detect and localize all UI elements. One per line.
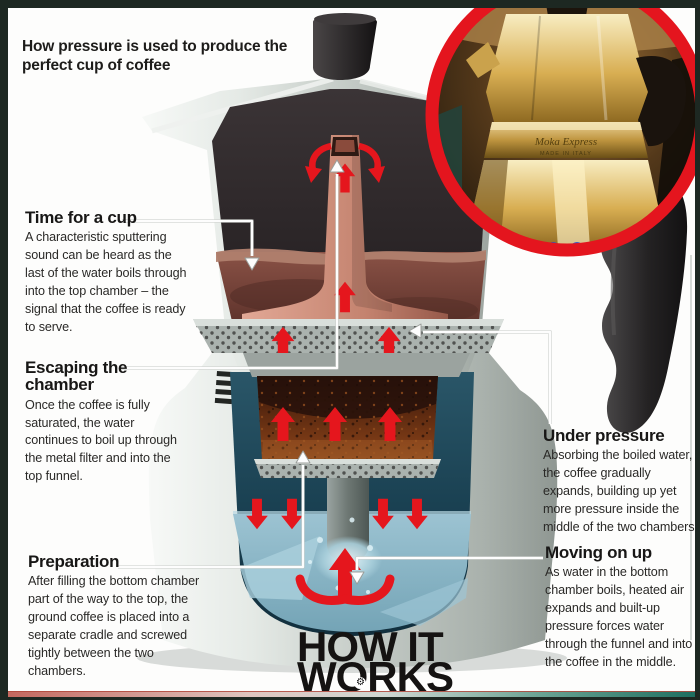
callout-body: After filling the bottom chamber part of… [28,574,200,678]
callout-line-moving [355,556,543,570]
callout-body: Once the coffee is fully saturated, the … [25,397,177,484]
inset-engraving-script: Moka Express [534,136,597,148]
bottom-photo-strip [8,691,695,697]
callout-body: Absorbing the boiled water, the coffee g… [543,448,698,534]
callout-escaping-the-chamber: Escaping the chamber Once the coffee is … [25,359,185,486]
filter-plate-top [193,319,504,353]
callout-heading: Escaping the chamber [25,358,128,395]
callout-time-for-a-cup: Time for a cup A characteristic sputteri… [25,209,190,337]
inset-handle [636,55,687,147]
gear-icon: ⚙ [354,677,366,689]
inset-knob [542,0,592,16]
callout-heading: Time for a cup [25,208,137,227]
how-it-works-logo: HOW IT WORKS ⚙ [297,623,454,700]
inset-top-chamber [486,14,648,122]
filter-plate-bottom [254,459,441,478]
callout-line-preparation [118,465,305,569]
inset-engraving-caption: MADE IN ITALY [540,151,592,157]
callout-body: As water in the bottom chamber boils, he… [545,565,693,669]
logo-line-1: HOW IT [297,623,444,670]
callout-line-time [122,219,254,256]
inset-red-ring [425,0,700,257]
inset-photo-circle: Moka Express MADE IN ITALY [425,0,700,257]
callout-body: A characteristic sputtering sound can be… [25,230,187,334]
callout-heading: Moving on up [545,543,652,562]
funnel-column [242,135,448,330]
callout-moving-on-up: Moving on up As water in the bottom cham… [545,544,700,672]
callout-under-pressure: Under pressure Absorbing the boiled wate… [543,427,700,537]
callout-heading: Preparation [28,552,120,571]
callout-line-under-pressure [423,330,552,424]
coffee-grounds-basket [243,353,470,460]
arrowhead-down-moving [349,571,365,585]
spill-arrows [305,142,385,183]
arrowhead-left-under-pressure [408,323,422,339]
callout-preparation: Preparation After filling the bottom cha… [28,553,200,681]
callout-heading: Under pressure [543,426,665,445]
vent-slats-left [214,371,234,405]
anchor-arrow [295,548,395,605]
callout-lines [118,159,552,585]
logo-line-2: WORKS [297,653,454,700]
arrowhead-down-time [244,257,260,271]
arrowhead-up-escape [329,159,345,173]
inset-spout [466,42,500,78]
arrowhead-up-preparation [295,450,311,464]
callout-line-escape [122,174,339,370]
page-title: How pressure is used to produce the perf… [22,38,288,74]
inset-band [484,122,648,158]
lid-knob [312,13,377,80]
